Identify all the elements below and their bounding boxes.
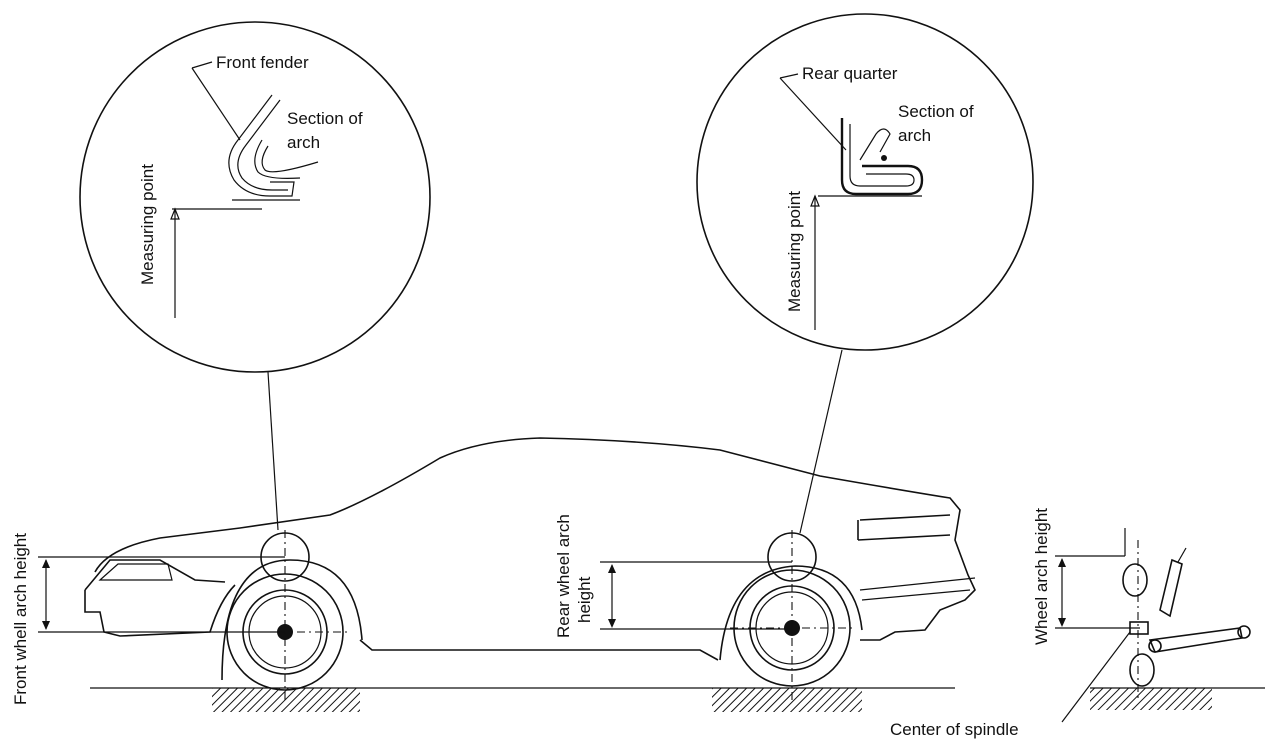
rear-arch-height-dimension [600,561,792,630]
rear-wheel-arch-height-label-2: height [575,576,594,623]
front-section-of-arch-label-2: arch [287,133,320,152]
rear-ground-block [712,688,862,712]
front-ground-block [212,688,360,712]
front-detail-circle: Front fender Section of arch Measuring p… [79,21,431,373]
rear-section-of-arch-label-1: Section of [898,102,974,121]
rear-detail-circle: Rear quarter Section of arch Measuring p… [696,13,1034,351]
front-measuring-point-label: Measuring point [138,164,157,285]
rear-wheel-arch-height-label-1: Rear wheel arch [554,514,573,638]
side-view [1055,528,1265,723]
front-fender-leader [191,67,241,141]
rear-detail-connector [799,349,843,534]
front-wheel-arch-height-label: Front whell arch height [11,533,30,705]
center-of-spindle-label: Center of spindle [890,720,1019,739]
center-of-spindle-leader [1061,631,1131,723]
front-wheel [225,530,350,700]
rear-quarter-label: Rear quarter [802,64,898,83]
rear-measuring-point-label: Measuring point [785,191,804,312]
front-fender-section [170,94,319,318]
rear-wheel [730,530,855,700]
car-body [84,437,976,661]
rear-wheel-arch [719,565,863,661]
wheel-arch-height-label: Wheel arch height [1032,508,1051,645]
front-arch-height-dimension [38,556,285,633]
rear-quarter-leader [779,77,847,151]
front-detail-connector [267,371,279,531]
front-fender-label: Front fender [216,53,309,72]
rear-measuring-point-marker [767,532,817,582]
rear-section-of-arch-label-2: arch [898,126,931,145]
rear-quarter-section [810,118,924,330]
front-section-of-arch-label-1: Section of [287,109,363,128]
